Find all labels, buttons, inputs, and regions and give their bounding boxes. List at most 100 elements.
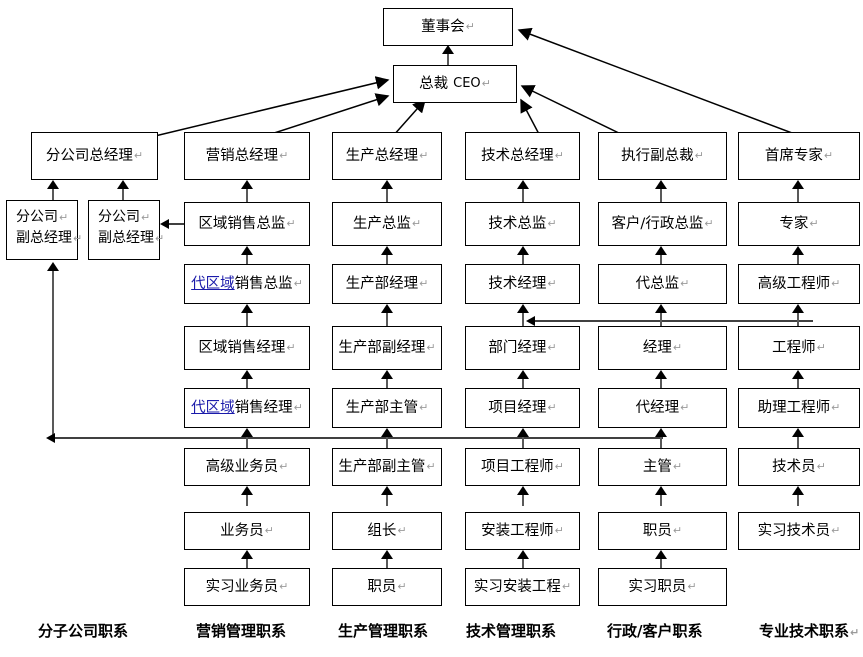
- box-board[interactable]: 董事会↵: [383, 8, 513, 46]
- box-production-director[interactable]: 生产总监↵: [332, 202, 442, 246]
- box-acting-regional-sales-director[interactable]: 代区域销售总监↵: [184, 264, 310, 304]
- box-branch-vp-2[interactable]: 分公司↵ 副总经理↵: [88, 200, 164, 260]
- box-label-cn: 总裁: [419, 75, 449, 92]
- arrow-a-6: [655, 486, 667, 495]
- box-label: 主管: [642, 458, 672, 475]
- connector-p-5: [386, 436, 388, 448]
- box-label: 生产部主管: [345, 399, 419, 416]
- box-label: 代经理: [635, 399, 680, 416]
- box-intern-installation-engineer[interactable]: 实习安装工程↵: [465, 568, 580, 606]
- box-label-line1: 分公司↵: [16, 209, 69, 225]
- box-department-manager[interactable]: 部门经理↵: [465, 326, 580, 370]
- return-glyph: ↵: [426, 460, 436, 474]
- connector-t-2: [522, 254, 524, 266]
- box-acting-director[interactable]: 代总监↵: [598, 264, 727, 304]
- box-regional-sales-director[interactable]: 区域销售总监↵: [184, 202, 310, 246]
- arrow-p-6: [381, 486, 393, 495]
- box-intern-salesperson[interactable]: 实习业务员↵: [184, 568, 310, 606]
- box-regional-sales-manager[interactable]: 区域销售经理↵: [184, 326, 310, 370]
- box-label: 代总监: [635, 275, 680, 292]
- return-glyph: ↵: [547, 401, 557, 415]
- column-header-admin: 行政/客户职系: [607, 622, 703, 640]
- box-project-engineer[interactable]: 项目工程师↵: [465, 448, 580, 486]
- return-glyph: ↵: [547, 277, 557, 291]
- arrow-t-3: [517, 304, 529, 313]
- box-customer-admin-director[interactable]: 客户/行政总监↵: [598, 202, 727, 246]
- box-intern-technician[interactable]: 实习技术员↵: [738, 512, 860, 550]
- box-project-manager[interactable]: 项目经理↵: [465, 388, 580, 428]
- box-marketing-gm[interactable]: 营销总经理↵: [184, 132, 310, 180]
- column-header-production: 生产管理职系: [338, 622, 429, 640]
- box-production-supervisor[interactable]: 生产部主管↵: [332, 388, 442, 428]
- connector-branch-riser: [52, 270, 54, 438]
- return-glyph: ↵: [547, 341, 557, 355]
- box-label: 实习技术员: [757, 522, 831, 539]
- box-executive-vp[interactable]: 执行副总裁↵: [598, 132, 727, 180]
- return-glyph: ↵: [419, 277, 429, 291]
- box-assistant-engineer[interactable]: 助理工程师↵: [738, 388, 860, 428]
- connector-t-6: [522, 494, 524, 506]
- box-production-gm[interactable]: 生产总经理↵: [332, 132, 442, 180]
- box-admin-staff[interactable]: 职员↵: [598, 512, 727, 550]
- return-glyph: ↵: [831, 277, 841, 291]
- connector-s-3: [797, 312, 799, 326]
- return-glyph: ↵: [554, 460, 564, 474]
- connector-a-3: [660, 312, 662, 326]
- box-senior-salesperson[interactable]: 高级业务员↵: [184, 448, 310, 486]
- return-glyph: ↵: [831, 401, 841, 415]
- box-technology-gm[interactable]: 技术总经理↵: [465, 132, 580, 180]
- arrow-a-2: [655, 246, 667, 255]
- return-glyph: ↵: [831, 524, 841, 538]
- box-engineer[interactable]: 工程师↵: [738, 326, 860, 370]
- box-label: 生产部副主管: [338, 458, 426, 475]
- box-chief-expert[interactable]: 首席专家↵: [738, 132, 860, 180]
- return-glyph: ↵: [561, 580, 572, 594]
- box-expert[interactable]: 专家↵: [738, 202, 860, 246]
- box-team-leader[interactable]: 组长↵: [332, 512, 442, 550]
- box-label: 项目经理: [488, 399, 547, 416]
- return-glyph: ↵: [554, 149, 564, 163]
- return-glyph: ↵: [809, 217, 819, 231]
- box-branch-vp-1[interactable]: 分公司↵ 副总经理↵: [6, 200, 82, 260]
- return-glyph: ↵: [397, 524, 407, 538]
- connector-a-7: [660, 558, 662, 570]
- box-label-link[interactable]: 代区域: [191, 275, 235, 292]
- arrow-m-2: [241, 246, 253, 255]
- box-admin-supervisor[interactable]: 主管↵: [598, 448, 727, 486]
- connector-p-2: [386, 254, 388, 266]
- box-label: 经理: [642, 339, 672, 356]
- box-technology-director[interactable]: 技术总监↵: [465, 202, 580, 246]
- box-branch-gm[interactable]: 分公司总经理↵: [31, 132, 158, 180]
- box-production-staff[interactable]: 职员↵: [332, 568, 442, 606]
- box-acting-regional-sales-manager[interactable]: 代区域销售经理↵: [184, 388, 310, 428]
- arrow-ceo-to-board: [442, 45, 454, 54]
- box-label-link[interactable]: 代区域: [191, 399, 235, 416]
- box-technician[interactable]: 技术员↵: [738, 448, 860, 486]
- box-production-deputy-manager[interactable]: 生产部副经理↵: [332, 326, 442, 370]
- box-label: 安装工程师: [481, 522, 554, 539]
- return-glyph: ↵: [547, 217, 557, 231]
- connector-s-6: [797, 494, 799, 506]
- box-production-dept-manager[interactable]: 生产部经理↵: [332, 264, 442, 304]
- box-technology-manager[interactable]: 技术经理↵: [465, 264, 580, 304]
- box-label: 生产总监: [352, 215, 411, 232]
- connector-m-6: [246, 494, 248, 506]
- box-installation-engineer[interactable]: 安装工程师↵: [465, 512, 580, 550]
- box-label: 技术总监: [488, 215, 547, 232]
- return-glyph: ↵: [286, 341, 296, 355]
- box-label: 职员: [642, 522, 672, 539]
- return-glyph: ↵: [816, 460, 826, 474]
- arrow-a-4: [655, 370, 667, 379]
- box-intern-admin-staff[interactable]: 实习职员↵: [598, 568, 727, 606]
- arrow-s-4: [792, 370, 804, 379]
- box-acting-manager[interactable]: 代经理↵: [598, 388, 727, 428]
- box-admin-manager[interactable]: 经理↵: [598, 326, 727, 370]
- connector-p-7: [386, 558, 388, 570]
- box-senior-engineer[interactable]: 高级工程师↵: [738, 264, 860, 304]
- box-label: 组长: [367, 522, 397, 539]
- box-production-deputy-supervisor[interactable]: 生产部副主管↵: [332, 448, 442, 486]
- box-salesperson[interactable]: 业务员↵: [184, 512, 310, 550]
- box-label: 高级业务员: [205, 458, 279, 475]
- arrow-m-4: [241, 370, 253, 379]
